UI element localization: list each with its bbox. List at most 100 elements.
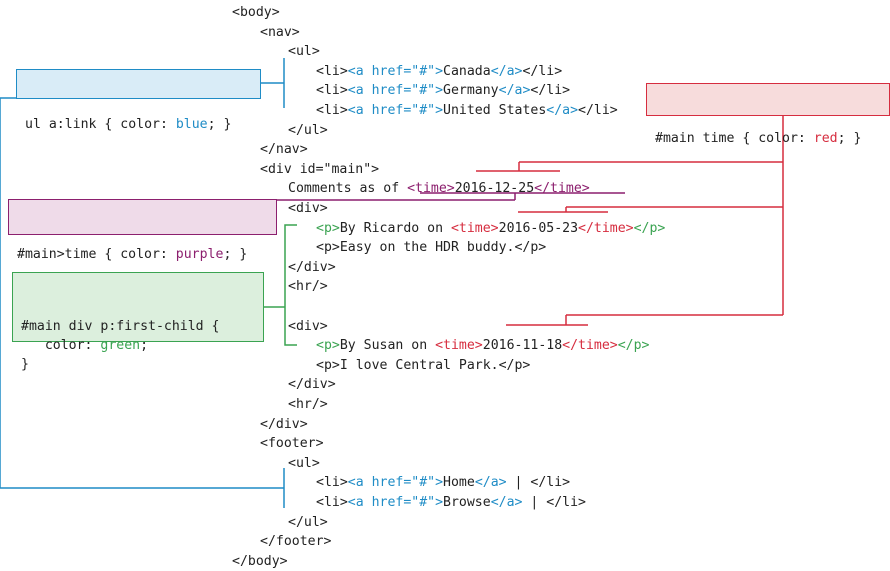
purple-rule-text: #main>time { color: purple; } bbox=[17, 245, 268, 265]
code-token: By Ricardo on bbox=[339, 220, 451, 236]
code-line: <li><a href="#">Germany</a></li> bbox=[316, 81, 570, 101]
blue-rule-connector bbox=[0, 58, 285, 508]
rule-token: ; } bbox=[223, 247, 248, 263]
code-token: <li> bbox=[316, 83, 348, 99]
code-token: </time> bbox=[578, 220, 634, 236]
code-line: <body> bbox=[232, 3, 280, 23]
code-token: </ul> bbox=[288, 514, 328, 530]
code-token: <p>I love Central Park.</p> bbox=[316, 357, 531, 373]
code-token: </a> bbox=[498, 83, 531, 99]
rule-token: blue bbox=[175, 117, 208, 133]
code-line: </ul> bbox=[288, 513, 328, 533]
red-rule-connector bbox=[476, 116, 784, 326]
code-line: <nav> bbox=[260, 23, 300, 43]
code-token: <nav> bbox=[260, 24, 300, 40]
code-line: <hr/> bbox=[288, 277, 328, 297]
code-token: </time> bbox=[562, 338, 618, 354]
code-line: <hr/> bbox=[288, 395, 328, 415]
code-token: </a> bbox=[490, 63, 523, 79]
code-token: | </li> bbox=[506, 475, 571, 491]
rule-line: #main>time { color: purple; } bbox=[17, 245, 268, 265]
code-token: By Susan on bbox=[339, 338, 436, 354]
code-line: </ul> bbox=[288, 121, 328, 141]
rule-token: red bbox=[813, 131, 838, 147]
code-token: Browse bbox=[443, 495, 491, 510]
code-token: </li> bbox=[522, 63, 563, 79]
code-line: <footer> bbox=[260, 434, 324, 454]
code-token: <body> bbox=[232, 5, 280, 20]
code-token: <li> bbox=[316, 495, 348, 510]
code-token: <p> bbox=[316, 220, 340, 236]
rule-token: #main div p:first-child { bbox=[21, 319, 220, 334]
code-token: <ul> bbox=[288, 455, 320, 471]
code-token: </li> bbox=[530, 83, 571, 99]
code-line: <div> bbox=[288, 317, 328, 337]
code-line: <ul> bbox=[288, 454, 320, 474]
code-token: <li> bbox=[316, 475, 348, 491]
code-token: Canada bbox=[443, 63, 491, 79]
code-token: <div> bbox=[288, 318, 328, 334]
code-line: <p>I love Central Park.</p> bbox=[316, 356, 530, 376]
code-token: </body> bbox=[232, 553, 288, 569]
purple-rule-connector bbox=[277, 192, 625, 201]
code-line: <p>By Ricardo on <time>2016-05-23</time>… bbox=[316, 219, 665, 239]
code-token: </ul> bbox=[288, 122, 328, 138]
code-token: </a> bbox=[490, 495, 523, 510]
rule-token: } bbox=[21, 357, 29, 372]
code-token: <a href="#"> bbox=[347, 475, 444, 491]
code-token: Germany bbox=[443, 83, 499, 99]
code-token: </nav> bbox=[260, 142, 308, 158]
code-token: <footer> bbox=[260, 436, 324, 452]
purple-css-rule-box: #main>time { color: purple; } bbox=[8, 199, 277, 262]
green-rule-text: #main div p:first-child { color: green;} bbox=[21, 317, 255, 374]
rule-line: #main time { color: red; } bbox=[655, 129, 881, 149]
code-line: <ul> bbox=[288, 42, 320, 62]
code-token: United States bbox=[443, 103, 547, 118]
rule-token: ; } bbox=[207, 117, 232, 133]
code-token: <a href="#"> bbox=[347, 63, 444, 79]
red-css-rule-box: #main time { color: red; } bbox=[646, 83, 890, 146]
code-token: Home bbox=[443, 475, 475, 491]
code-token: <li> bbox=[316, 103, 348, 118]
code-token: <li> bbox=[316, 63, 348, 79]
code-token: </footer> bbox=[260, 534, 332, 550]
code-line: <div> bbox=[288, 199, 328, 219]
rule-line: ul a:link { color: blue; } bbox=[25, 115, 252, 135]
blue-css-rule-box: ul a:link { color: blue; } bbox=[16, 69, 261, 132]
code-line: </div> bbox=[288, 258, 336, 278]
blue-rule-text: ul a:link { color: blue; } bbox=[25, 115, 252, 135]
code-line: </nav> bbox=[260, 140, 308, 160]
code-token: <a href="#"> bbox=[347, 495, 444, 510]
code-line: </footer> bbox=[260, 532, 331, 552]
rule-token: green bbox=[100, 338, 141, 353]
code-line: <p>By Susan on <time>2016-11-18</time></… bbox=[316, 336, 650, 356]
code-token: </div> bbox=[260, 416, 308, 432]
code-token: <div> bbox=[288, 201, 328, 216]
code-line: <p>Easy on the HDR buddy.</p> bbox=[316, 238, 546, 258]
code-token: <a href="#"> bbox=[347, 83, 444, 99]
rule-token: purple bbox=[175, 247, 224, 263]
code-token: </a> bbox=[474, 475, 507, 491]
rule-token: ; bbox=[140, 338, 149, 353]
code-token: <hr/> bbox=[288, 397, 328, 412]
code-line: <li><a href="#">Canada</a></li> bbox=[316, 62, 562, 82]
code-token: <p>Easy on the HDR buddy.</p> bbox=[316, 240, 547, 256]
code-token: </div> bbox=[288, 259, 336, 275]
code-token: <p> bbox=[316, 338, 340, 354]
code-token: </p> bbox=[633, 220, 666, 236]
code-token: 2016-05-23 bbox=[498, 220, 579, 236]
code-token: <time> bbox=[407, 181, 455, 197]
green-rule-connector bbox=[264, 224, 297, 346]
rule-token: color: bbox=[21, 338, 101, 353]
code-token: <ul> bbox=[288, 44, 320, 60]
code-token: Comments as of bbox=[288, 181, 408, 197]
rule-line: color: green; bbox=[21, 336, 255, 355]
code-token: | </li> bbox=[522, 495, 586, 510]
code-token: <a href="#"> bbox=[347, 103, 444, 118]
code-token: <time> bbox=[435, 338, 483, 354]
code-line: </div> bbox=[288, 375, 336, 395]
code-token: </div> bbox=[288, 377, 336, 393]
code-token: 2016-12-25 bbox=[454, 181, 535, 197]
rule-token: ul a:link { color: bbox=[25, 117, 176, 133]
